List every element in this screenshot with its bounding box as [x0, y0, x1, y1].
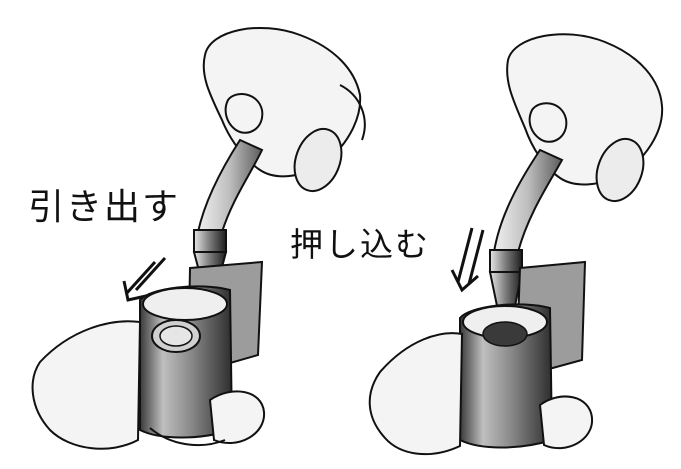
pen-handle-right — [494, 150, 562, 252]
label-pull-out: 引き出す — [28, 190, 180, 226]
arrow-push-icon — [458, 228, 472, 282]
pen-handle-left — [198, 140, 262, 232]
label-push-in: 押し込む — [290, 228, 430, 261]
lower-hand-left — [33, 321, 140, 448]
arrow-pull-icon — [136, 258, 165, 290]
lower-hand-right — [370, 333, 462, 454]
pen-collar-right — [490, 250, 522, 272]
pen-collar-left — [194, 230, 226, 252]
